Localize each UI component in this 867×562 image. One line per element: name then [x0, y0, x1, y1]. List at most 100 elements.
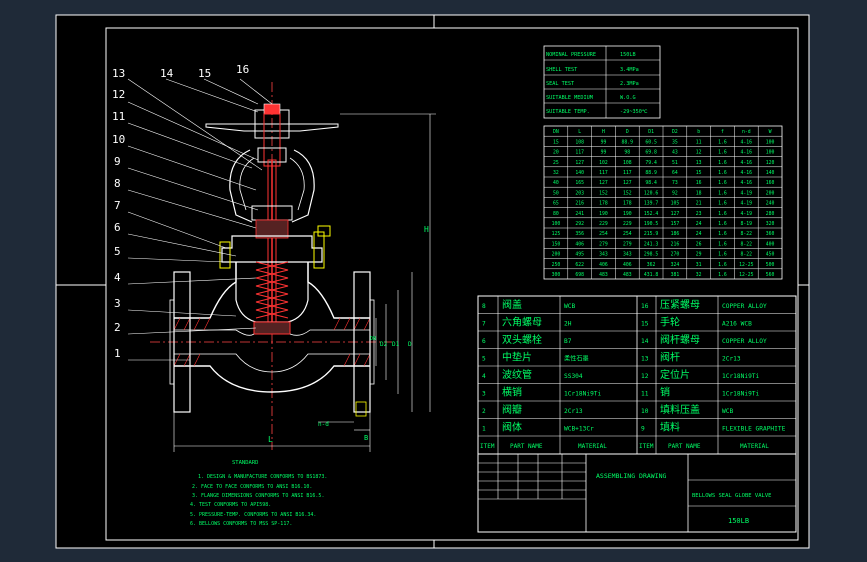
- part-number-12: 12: [112, 88, 125, 101]
- bom-right-cell: FLEXIBLE GRAPHITE: [722, 426, 786, 433]
- bom-right-cell: 16: [641, 303, 649, 310]
- product-name: BELLOWS SEAL GLOBE VALVE: [692, 493, 771, 499]
- bom-left-cell: 2H: [564, 321, 572, 328]
- dim-table-cell: 8-22: [741, 231, 753, 237]
- dim-B-text: B: [364, 434, 368, 442]
- dim-table-cell: 26: [696, 241, 702, 247]
- bom-left-cell: 4: [482, 373, 486, 380]
- valve-body: [174, 262, 370, 393]
- part-number-4: 4: [114, 271, 121, 284]
- spec-value: -29~350℃: [620, 109, 648, 115]
- bom-right-cell: A216 WCB: [722, 321, 752, 328]
- bom-left-cell: WCB+13Cr: [564, 426, 594, 433]
- spec-label: SUITABLE TEMP.: [546, 109, 590, 115]
- dim-table-cell: 324: [671, 262, 680, 268]
- dim-table-cell: 240: [766, 201, 775, 207]
- dim-table-cell: 1.6: [718, 231, 727, 237]
- dim-table-cell: 150: [552, 241, 561, 247]
- bom-right-cell: COPPER ALLOY: [722, 303, 767, 310]
- bom-left-cell: 6: [482, 338, 486, 345]
- spec-value: W.O.G: [620, 95, 636, 101]
- dim-table-cell: 4-19: [741, 201, 753, 207]
- dim-table-cell: 292: [575, 221, 584, 227]
- dim-table-cell: 300: [552, 272, 561, 278]
- dim-table-cell: 216: [575, 201, 584, 207]
- dim-table-cell: 12: [696, 150, 702, 156]
- dim-table-cell: 343: [623, 252, 632, 258]
- dim-L-text: L: [268, 435, 273, 444]
- dim-table-cell: 1.6: [718, 190, 727, 196]
- dim-table-cell: 298.5: [644, 252, 659, 258]
- dim-table-cell: 1.6: [718, 221, 727, 227]
- bom-right-cell: 2Cr13: [722, 356, 741, 363]
- dim-table-cell: 99: [601, 139, 607, 145]
- part-number-13: 13: [112, 67, 125, 80]
- bom-left-cell: 六角螺母: [502, 317, 542, 329]
- bom-left-cell: 2: [482, 408, 486, 415]
- bom-right-cell: 11: [641, 391, 649, 398]
- dim-table-cell: 100: [766, 139, 775, 145]
- bonnet-bolt-right: [313, 231, 325, 269]
- dim-table-cell: 105: [671, 201, 680, 207]
- bom-left-cell: 横销: [502, 386, 522, 399]
- bom-left-cell: 3: [482, 391, 486, 398]
- bom-right-cell: 12: [641, 373, 649, 380]
- dim-table-cell: 31: [696, 262, 702, 268]
- dim-table-cell: 279: [599, 241, 608, 247]
- dim-table-cell: 160: [766, 180, 775, 186]
- dim-table-cell: 140: [575, 170, 584, 176]
- dim-table-cell: 13: [696, 160, 702, 166]
- flange-bolt-hole: [355, 401, 367, 417]
- part-number-5: 5: [114, 245, 121, 258]
- dim-table-cell: 241.3: [644, 241, 659, 247]
- dim-table-cell: 483: [599, 272, 608, 278]
- dim-bolt-text: n-d: [318, 421, 329, 428]
- packing: [255, 219, 289, 239]
- dim-table-cell: 73: [672, 180, 678, 186]
- dim-table-cell: 254: [623, 231, 632, 237]
- dim-table-cell: 343: [599, 252, 608, 258]
- part-number-6: 6: [114, 221, 121, 234]
- dim-table-cell: 29: [696, 252, 702, 258]
- dim-table-cell: 12-25: [739, 262, 754, 268]
- dim-table-header-cell: f: [721, 129, 724, 135]
- bom-left-cell: WCB: [564, 303, 575, 310]
- dim-table-cell: 120.6: [644, 190, 659, 196]
- dim-table-cell: 8-22: [741, 241, 753, 247]
- part-number-9: 9: [114, 155, 121, 168]
- bonnet: [221, 235, 323, 263]
- yoke-inner: [239, 157, 305, 211]
- dim-table-cell: 50: [553, 190, 559, 196]
- dim-table-cell: 152: [599, 190, 608, 196]
- dim-table-cell: 362: [647, 262, 656, 268]
- dim-table-cell: 229: [623, 221, 632, 227]
- note-line: 2. FACE TO FACE CONFORMS TO ANSI B16.10.: [192, 484, 312, 490]
- bom-right-cell: 阀杆: [660, 351, 680, 364]
- dim-table-cell: 241: [575, 211, 584, 217]
- part-number-11: 11: [112, 110, 125, 123]
- note-line: 3. FLANGE DIMENSIONS CONFORMS TO ANSI B1…: [192, 493, 324, 499]
- dim-D1-text: D1: [392, 341, 400, 348]
- dim-table-cell: 203: [575, 190, 584, 196]
- dim-table-header-cell: H: [602, 129, 605, 135]
- bom-left-cell: SS304: [564, 373, 583, 380]
- part-number-labels: 13 14 15 16 12 11 10 9 8 7 6 5 4 3 2 1: [112, 63, 249, 360]
- dim-table-cell: 381: [671, 272, 680, 278]
- inner-frame: [105, 27, 799, 541]
- product-size: 150LB: [728, 517, 749, 525]
- right-flange-face: [369, 299, 375, 385]
- dim-table-cell: 24: [696, 231, 702, 237]
- bom-left-cell: 8: [482, 303, 486, 310]
- dim-table-cell: 270: [671, 252, 680, 258]
- dim-table-cell: 127: [671, 211, 680, 217]
- dim-table-cell: 356: [575, 231, 584, 237]
- part-number-2: 2: [114, 321, 121, 334]
- valve-section-view: L H D D1 D2 DN B n-d: [150, 82, 436, 452]
- dim-table-cell: 127: [599, 180, 608, 186]
- dim-table-header-cell: b: [697, 129, 700, 135]
- drawing-type: ASSEMBLING DRAWING: [596, 472, 667, 480]
- dim-table-cell: 65: [553, 201, 559, 207]
- dim-table-cell: 117: [575, 150, 584, 156]
- dim-table-cell: 43: [672, 150, 678, 156]
